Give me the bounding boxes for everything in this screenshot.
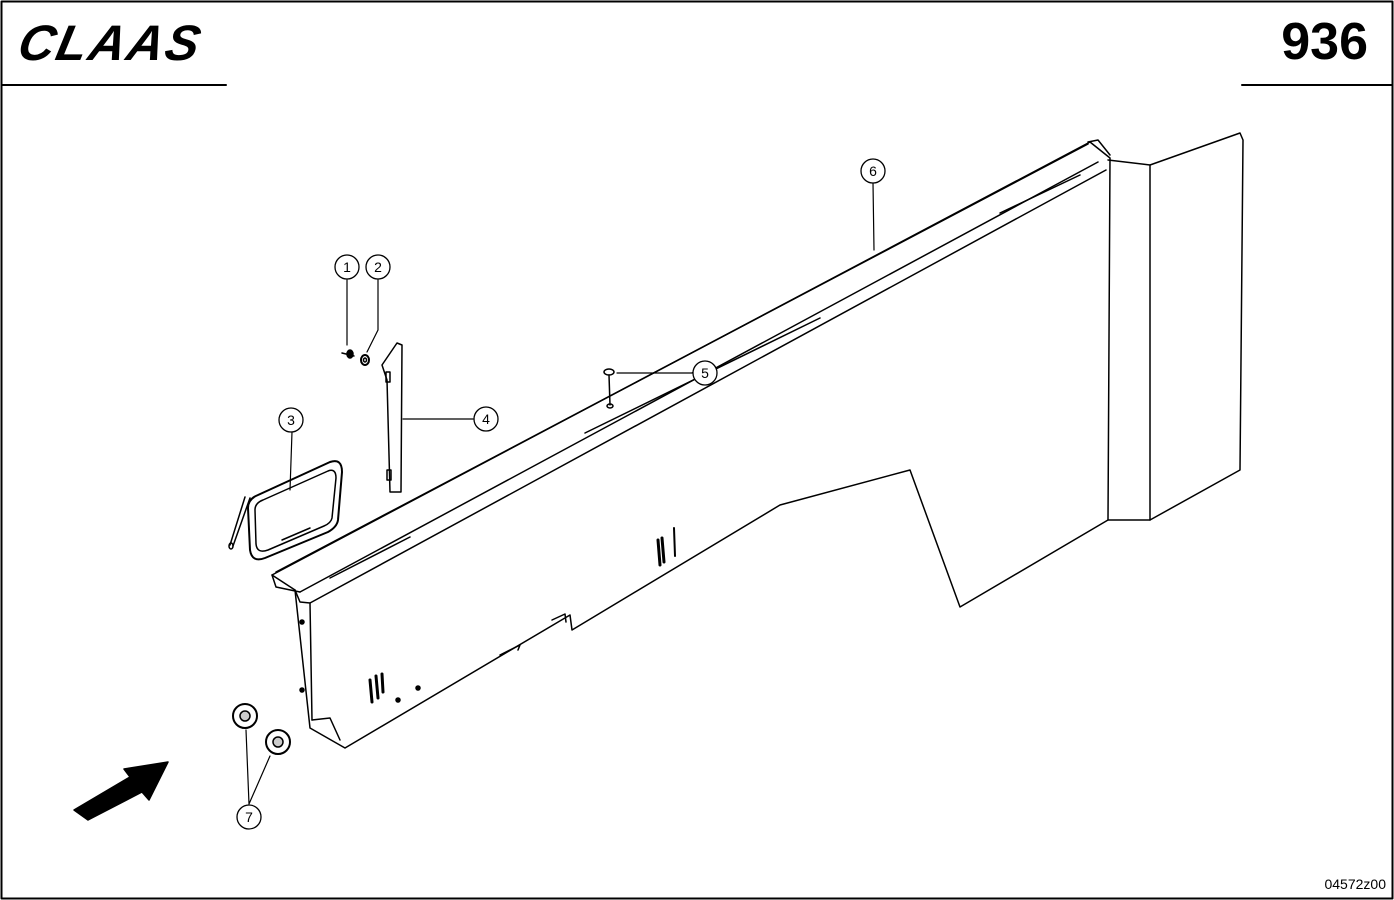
- page-number: 936: [1281, 13, 1368, 71]
- washer-part-2: [360, 354, 370, 366]
- drawing-id: 04572z00: [1324, 876, 1386, 892]
- bolt-part-1: [341, 349, 355, 359]
- inspection-window-part-3: [228, 460, 343, 561]
- callout-2: 2: [365, 254, 391, 280]
- callout-label: 6: [869, 163, 877, 179]
- callout-label: 1: [343, 259, 351, 275]
- callout-5: 5: [692, 360, 718, 386]
- cover-panel-part-6: [271, 132, 1244, 749]
- grommets-part-7: [232, 703, 291, 755]
- callout-7: 7: [236, 804, 262, 830]
- callout-label: 3: [287, 412, 295, 428]
- callout-label: 5: [701, 365, 709, 381]
- direction-arrow-icon: [73, 761, 169, 821]
- callout-1: 1: [334, 254, 360, 280]
- fastener-part-5: [603, 368, 615, 409]
- callout-3: 3: [278, 407, 304, 433]
- callout-6: 6: [860, 158, 886, 184]
- callout-4: 4: [473, 406, 499, 432]
- callout-label: 4: [482, 411, 490, 427]
- callout-label: 7: [245, 809, 253, 825]
- callout-label: 2: [374, 259, 382, 275]
- mounting-strip-part-4: [381, 342, 403, 493]
